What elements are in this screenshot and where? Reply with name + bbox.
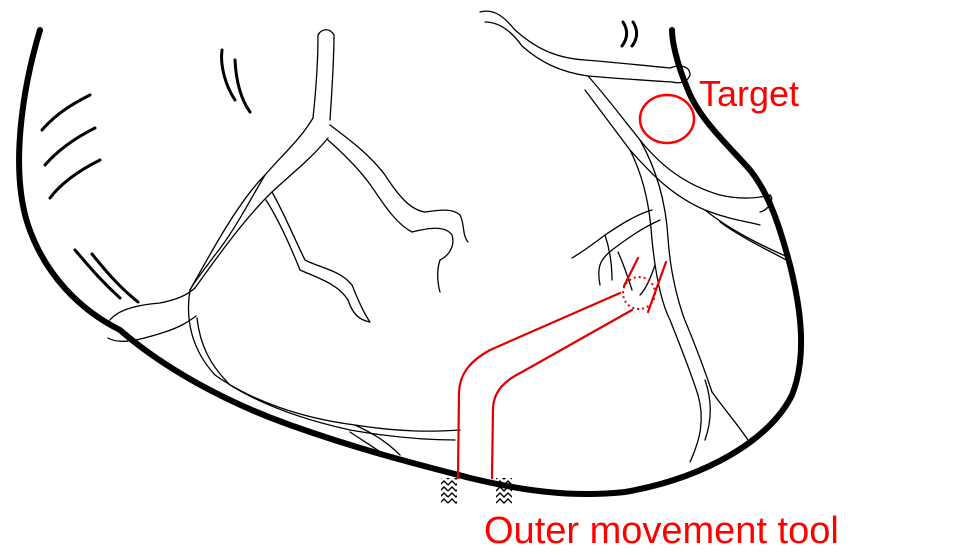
tool-label: Outer movement tool <box>484 512 839 550</box>
target-circle-icon <box>640 95 694 143</box>
coronary-vessels <box>108 11 790 462</box>
zigzag-marker-icon <box>496 478 512 504</box>
zigzag-marker-icon <box>441 478 457 504</box>
outer-movement-tool <box>458 258 666 478</box>
target-label: Target <box>699 76 799 112</box>
